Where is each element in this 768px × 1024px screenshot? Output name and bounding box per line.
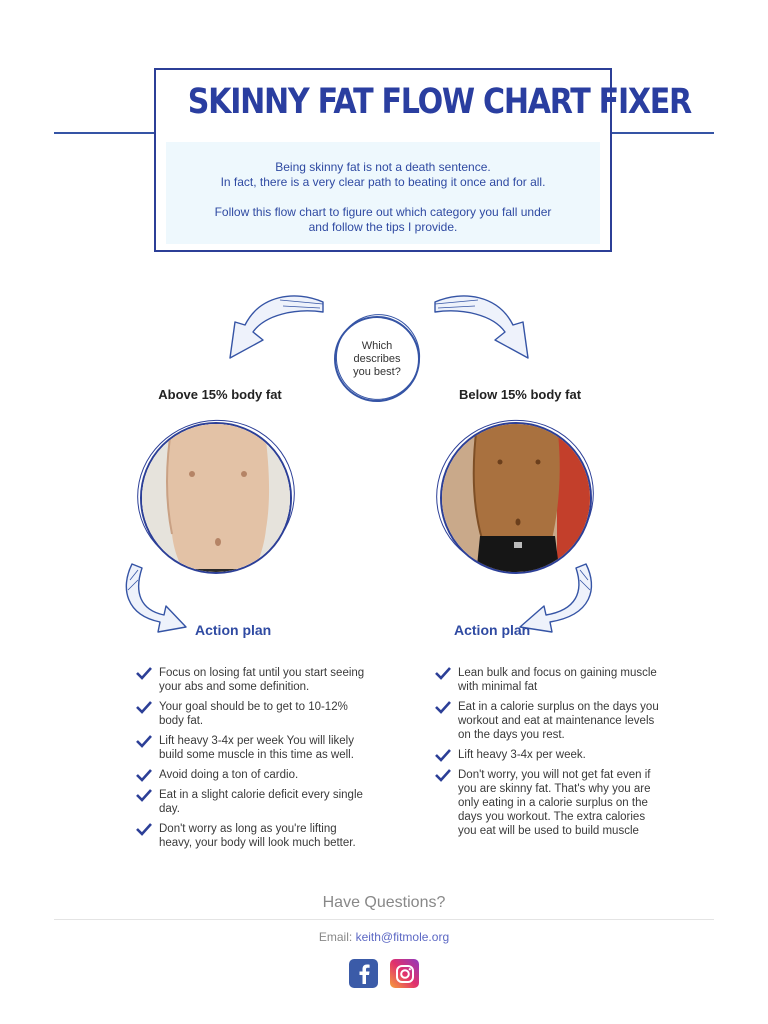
- arrow-to-right-plan-icon: [519, 563, 593, 633]
- instagram-button[interactable]: [390, 959, 419, 988]
- check-icon: [435, 769, 451, 782]
- check-icon: [136, 823, 152, 836]
- right-tips-list: Lean bulk and focus on gaining muscle wi…: [435, 666, 665, 844]
- curved-arrow-right-icon: [434, 295, 529, 359]
- curved-arrow-left-icon: [229, 295, 324, 359]
- intro-text-line-1: Being skinny fat is not a death sentence…: [275, 160, 491, 174]
- arrow-to-left-plan-icon: [125, 563, 187, 633]
- intro-panel: [166, 142, 600, 244]
- check-icon: [136, 789, 152, 802]
- facebook-button[interactable]: [349, 959, 378, 988]
- right-action-plan-label: Action plan: [454, 622, 531, 638]
- list-item: Eat in a slight calorie deficit every si…: [136, 788, 366, 816]
- left-heading: Above 15% body fat: [158, 387, 282, 402]
- footer-divider: [54, 919, 714, 920]
- check-icon: [136, 769, 152, 782]
- check-icon: [136, 667, 152, 680]
- right-heading: Below 15% body fat: [458, 387, 582, 402]
- instagram-icon: [395, 964, 414, 983]
- list-item: Eat in a calorie surplus on the days you…: [435, 700, 665, 742]
- email-line: Email: keith@fitmole.org: [0, 930, 768, 944]
- check-icon: [136, 735, 152, 748]
- title-line-left: [54, 132, 154, 134]
- check-icon: [435, 667, 451, 680]
- list-item: Focus on losing fat until you start seei…: [136, 666, 366, 694]
- list-item: Don't worry as long as you're lifting he…: [136, 822, 366, 850]
- title-box: SKINNY FAT FLOW CHART FIXER Being skinny…: [154, 68, 692, 252]
- email-link[interactable]: keith@fitmole.org: [355, 930, 450, 944]
- check-icon: [435, 701, 451, 714]
- list-item: Avoid doing a ton of cardio.: [136, 768, 366, 782]
- intro-text-line-2: In fact, there is a very clear path to b…: [220, 175, 546, 189]
- page-title: SKINNY FAT FLOW CHART FIXER: [187, 82, 692, 122]
- above-15-body-photo: [140, 422, 292, 574]
- intro-text-line-4: and follow the tips I provide.: [308, 220, 458, 234]
- facebook-icon: [359, 964, 370, 984]
- list-item: Lift heavy 3-4x per week.: [435, 748, 665, 762]
- check-icon: [435, 749, 451, 762]
- list-item: Don't worry, you will not get fat even i…: [435, 768, 665, 838]
- below-15-body-photo: [440, 422, 592, 574]
- intro-text-line-3: Follow this flow chart to figure out whi…: [214, 205, 552, 219]
- left-action-plan-label: Action plan: [195, 622, 272, 638]
- left-tips-list: Focus on losing fat until you start seei…: [136, 666, 366, 856]
- check-icon: [136, 701, 152, 714]
- title-line-right: [612, 132, 714, 134]
- list-item: Lift heavy 3-4x per week You will likely…: [136, 734, 366, 762]
- list-item: Your goal should be to get to 10-12% bod…: [136, 700, 366, 728]
- question-bubble: Which describes you best?: [334, 316, 420, 402]
- email-label: Email:: [318, 930, 356, 944]
- have-questions-heading: Have Questions?: [322, 894, 446, 911]
- list-item: Lean bulk and focus on gaining muscle wi…: [435, 666, 665, 694]
